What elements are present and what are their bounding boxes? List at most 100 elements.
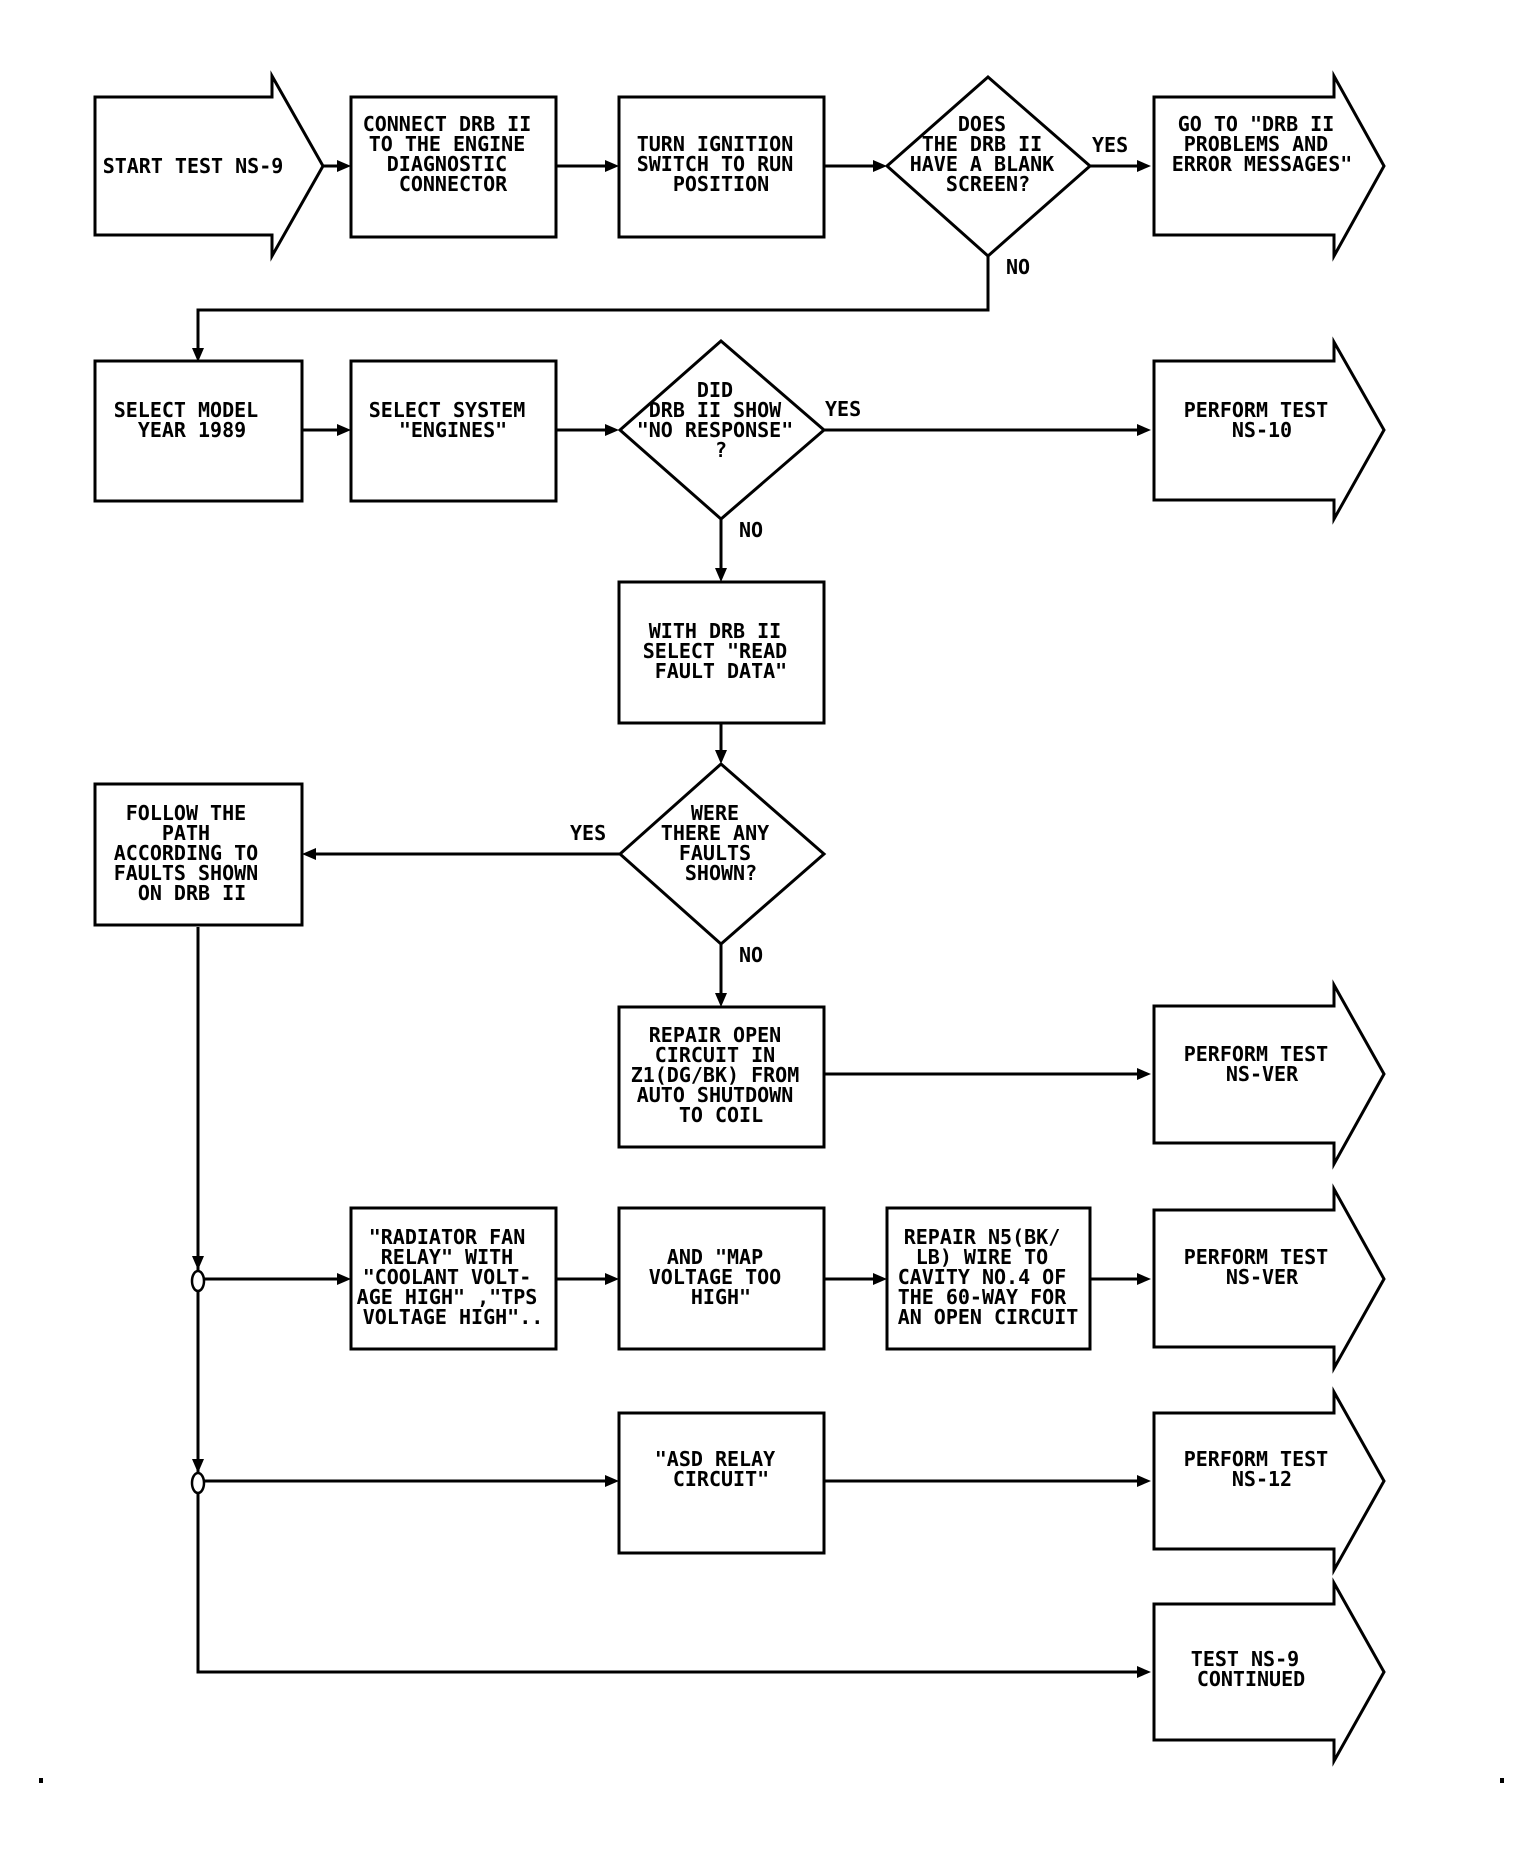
follow-path-text: FOLLOW THE PATH ACCORDING TO FAULTS SHOW… xyxy=(114,801,271,905)
repair-n5-line-4: THE 60-WAY FOR xyxy=(898,1285,1068,1309)
no-response-line-3: "NO RESPONSE" xyxy=(637,418,794,442)
connect-line-3: DIAGNOSTIC xyxy=(387,152,507,176)
drb-problems-terminal xyxy=(1152,70,1386,262)
arrowhead-ignition xyxy=(605,160,619,172)
ignition-box xyxy=(617,95,826,239)
arrowhead-follow-path xyxy=(302,848,316,860)
repair-open-line-2: CIRCUIT IN xyxy=(655,1043,775,1067)
junction-radiator xyxy=(190,1269,206,1293)
radiator-fan-line-3: "COOLANT VOLT- xyxy=(363,1265,532,1289)
blank-screen-line-1: DOES xyxy=(958,112,1006,136)
faults-shown-line-4: SHOWN? xyxy=(685,861,757,885)
no-response-line-1: DID xyxy=(697,378,733,402)
repair-open-text: REPAIR OPEN CIRCUIT IN Z1(DG/BK) FROM AU… xyxy=(631,1023,812,1127)
repair-open-line-3: Z1(DG/BK) FROM xyxy=(631,1063,800,1087)
arrowhead-ns12 xyxy=(1137,1475,1151,1487)
arrowhead-drb-problems xyxy=(1137,160,1151,172)
ver-1-line-2: NS-VER xyxy=(1226,1062,1299,1086)
ver-2-terminal xyxy=(1152,1183,1386,1374)
ignition-text: TURN IGNITION SWITCH TO RUN POSITION xyxy=(637,132,806,196)
arrowhead-connect xyxy=(337,160,351,172)
arrowhead-ver-2 xyxy=(1137,1273,1151,1285)
no-response-line-4: ? xyxy=(715,438,727,462)
radiator-fan-line-1: "RADIATOR FAN xyxy=(369,1225,526,1249)
drb-problems-line-1: GO TO "DRB II xyxy=(1178,112,1335,136)
start-terminal xyxy=(93,70,325,262)
ver-1-line-1: PERFORM TEST xyxy=(1184,1042,1329,1066)
ns12-line-2: NS-12 xyxy=(1232,1467,1292,1491)
blank-screen-text: DOES THE DRB II HAVE A BLANK SCREEN? xyxy=(910,112,1067,196)
arrowhead-faults-shown xyxy=(715,750,727,764)
blank-screen-no-label: NO xyxy=(1006,255,1030,279)
ignition-line-2: SWITCH TO RUN xyxy=(637,152,794,176)
shapes xyxy=(93,70,1386,1767)
arrowhead-repair-n5 xyxy=(873,1273,887,1285)
model-year-line-1: SELECT MODEL xyxy=(114,398,259,422)
continued-text: TEST NS-9 CONTINUED xyxy=(1191,1647,1311,1691)
ns10-line-2: NS-10 xyxy=(1232,418,1292,442)
select-system-box xyxy=(349,359,558,503)
scan-dot-right xyxy=(1500,1778,1504,1783)
repair-n5-line-3: CAVITY NO.4 OF xyxy=(898,1265,1067,1289)
arrowhead-model-year xyxy=(192,348,204,362)
arrowhead-ns10 xyxy=(1137,424,1151,436)
arrowhead-ver-1 xyxy=(1137,1068,1151,1080)
read-fault-text: WITH DRB II SELECT "READ FAULT DATA" xyxy=(643,619,800,683)
drb-problems-line-2: PROBLEMS AND xyxy=(1184,132,1329,156)
start-line-1: START TEST NS-9 xyxy=(103,154,284,178)
repair-n5-line-5: AN OPEN CIRCUIT xyxy=(898,1305,1079,1329)
connector-blank-screen-no xyxy=(196,256,990,353)
radiator-fan-line-4: AGE HIGH" ,"TPS xyxy=(357,1285,538,1309)
arrowhead-trunk-1 xyxy=(192,1256,204,1270)
no-response-decision xyxy=(617,339,827,521)
connectors xyxy=(190,160,1151,1678)
start-text: START TEST NS-9 xyxy=(103,154,284,178)
no-response-text: DID DRB II SHOW "NO RESPONSE" ? xyxy=(637,378,806,462)
select-system-line-2: "ENGINES" xyxy=(399,418,507,442)
arrowhead-radiator xyxy=(337,1273,351,1285)
ver-2-line-1: PERFORM TEST xyxy=(1184,1245,1329,1269)
arrowhead-repair-open xyxy=(715,993,727,1007)
faults-shown-line-3: FAULTS xyxy=(679,841,751,865)
asd-relay-line-2: CIRCUIT" xyxy=(673,1467,769,1491)
ns12-terminal xyxy=(1152,1386,1386,1576)
model-year-text: SELECT MODEL YEAR 1989 xyxy=(114,398,271,442)
blank-screen-yes-label: YES xyxy=(1092,133,1128,157)
follow-path-line-2: PATH xyxy=(162,821,210,845)
read-fault-line-1: WITH DRB II xyxy=(649,619,781,643)
no-response-line-2: DRB II SHOW xyxy=(649,398,782,422)
arrowhead-asd xyxy=(605,1475,619,1487)
arrowhead-trunk-2 xyxy=(192,1459,204,1473)
ns10-text: PERFORM TEST NS-10 xyxy=(1184,398,1341,442)
faults-shown-text: WERE THERE ANY FAULTS SHOWN? xyxy=(661,801,781,885)
follow-path-line-3: ACCORDING TO xyxy=(114,841,259,865)
map-voltage-text: AND "MAP VOLTAGE TOO HIGH" xyxy=(649,1245,794,1309)
faults-shown-decision xyxy=(617,761,827,947)
model-year-line-2: YEAR 1989 xyxy=(138,418,246,442)
radiator-fan-text: "RADIATOR FAN RELAY" WITH "COOLANT VOLT-… xyxy=(357,1225,550,1329)
read-fault-line-3: FAULT DATA" xyxy=(655,659,787,683)
ver-1-terminal xyxy=(1152,979,1386,1170)
asd-relay-box xyxy=(617,1411,826,1555)
no-response-no-label: NO xyxy=(739,518,763,542)
follow-path-line-1: FOLLOW THE xyxy=(126,801,246,825)
repair-open-line-4: AUTO SHUTDOWN xyxy=(637,1083,794,1107)
scan-dot-left xyxy=(39,1778,43,1783)
repair-n5-text: REPAIR N5(BK/ LB) WIRE TO CAVITY NO.4 OF… xyxy=(898,1225,1079,1329)
map-voltage-line-1: AND "MAP xyxy=(667,1245,763,1269)
follow-path-box xyxy=(93,782,304,927)
connect-line-4: CONNECTOR xyxy=(399,172,508,196)
asd-relay-line-1: "ASD RELAY xyxy=(655,1447,775,1471)
connect-box xyxy=(349,95,558,239)
connect-line-2: TO THE ENGINE xyxy=(369,132,526,156)
repair-n5-line-1: REPAIR N5(BK/ xyxy=(904,1225,1061,1249)
select-system-text: SELECT SYSTEM "ENGINES" xyxy=(369,398,538,442)
map-voltage-box xyxy=(617,1206,826,1351)
node-texts: START TEST NS-9 CONNECT DRB II TO THE EN… xyxy=(103,112,1353,1691)
read-fault-line-2: SELECT "READ xyxy=(643,639,788,663)
continued-line-1: TEST NS-9 xyxy=(1191,1647,1299,1671)
select-system-line-1: SELECT SYSTEM xyxy=(369,398,526,422)
faults-shown-line-1: WERE xyxy=(691,801,739,825)
arrowhead-map xyxy=(605,1273,619,1285)
